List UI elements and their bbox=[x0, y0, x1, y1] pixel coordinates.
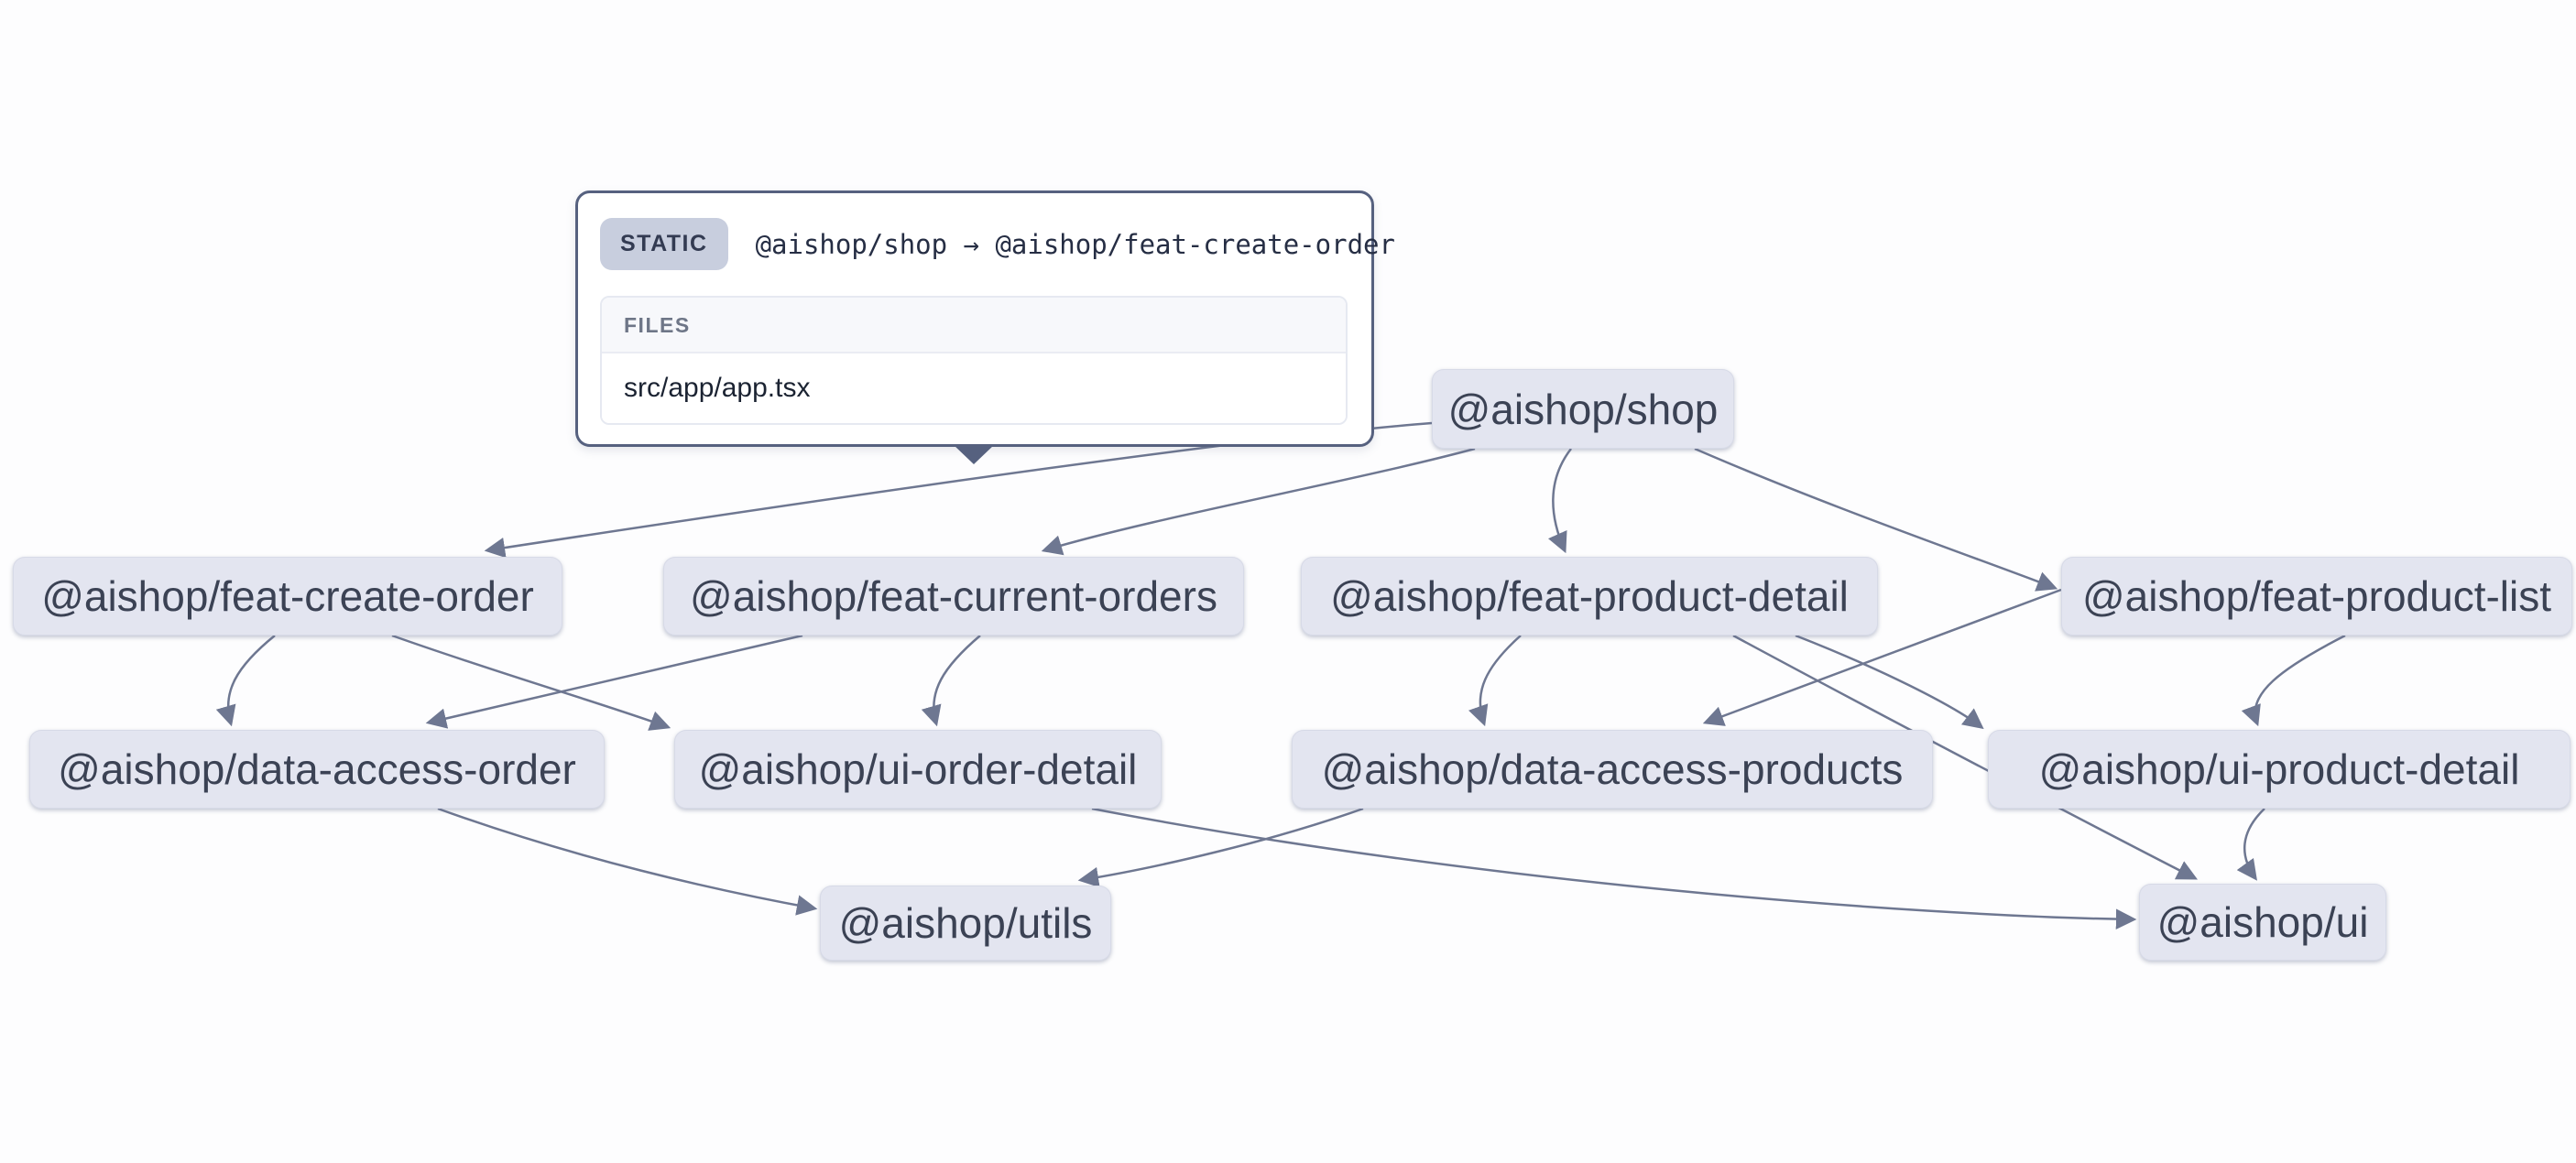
file-list-item: src/app/app.tsx bbox=[602, 353, 1346, 423]
graph-node-ui-order-detail[interactable]: @aishop/ui-order-detail bbox=[674, 730, 1162, 809]
graph-node-data-access-products[interactable]: @aishop/data-access-products bbox=[1292, 730, 1933, 809]
tooltip-dependency-title: @aishop/shop → @aishop/feat-create-order bbox=[755, 228, 1395, 260]
edge-ui-product-detail-to-ui[interactable] bbox=[2236, 808, 2265, 881]
graph-node-ui[interactable]: @aishop/ui bbox=[2139, 884, 2386, 961]
edge-feat-product-detail-to-ui-product-detail[interactable] bbox=[1795, 634, 1984, 730]
edge-shop-to-feat-product-list[interactable] bbox=[1694, 447, 2058, 592]
edge-feat-product-detail-to-data-access-products[interactable] bbox=[1468, 635, 1522, 727]
edge-feat-create-order-to-ui-order-detail[interactable] bbox=[391, 634, 671, 731]
edge-feat-product-list-to-data-access-products[interactable] bbox=[1702, 588, 2062, 726]
files-section-header: FILES bbox=[602, 298, 1346, 353]
tooltip-title-row: STATIC @aishop/shop → @aishop/feat-creat… bbox=[600, 218, 1395, 270]
edge-data-access-products-to-utils[interactable] bbox=[1077, 807, 1364, 888]
graph-node-shop[interactable]: @aishop/shop bbox=[1432, 369, 1734, 449]
tooltip-pointer-icon bbox=[953, 444, 995, 464]
graph-node-feat-product-list[interactable]: @aishop/feat-product-list bbox=[2061, 557, 2572, 636]
graph-node-feat-current-orders[interactable]: @aishop/feat-current-orders bbox=[663, 557, 1244, 636]
edge-shop-to-feat-product-detail[interactable] bbox=[1547, 448, 1572, 554]
graph-node-data-access-order[interactable]: @aishop/data-access-order bbox=[29, 730, 605, 809]
edge-feat-create-order-to-data-access-order[interactable] bbox=[215, 635, 276, 727]
dependency-tooltip: STATIC @aishop/shop → @aishop/feat-creat… bbox=[575, 190, 1395, 447]
static-dependency-badge: STATIC bbox=[600, 218, 728, 270]
graph-node-ui-product-detail[interactable]: @aishop/ui-product-detail bbox=[1988, 730, 2571, 809]
edge-data-access-order-to-utils[interactable] bbox=[437, 807, 818, 916]
edge-feat-current-orders-to-ui-order-detail[interactable] bbox=[921, 635, 981, 727]
graph-node-feat-product-detail[interactable]: @aishop/feat-product-detail bbox=[1301, 557, 1878, 636]
files-section: FILES src/app/app.tsx bbox=[600, 296, 1348, 425]
edge-shop-to-feat-current-orders[interactable] bbox=[1041, 447, 1476, 556]
edge-feat-current-orders-to-data-access-order[interactable] bbox=[425, 634, 803, 729]
edge-ui-order-detail-to-ui[interactable] bbox=[1091, 807, 2137, 929]
graph-node-utils[interactable]: @aishop/utils bbox=[820, 886, 1111, 961]
graph-node-feat-create-order[interactable]: @aishop/feat-create-order bbox=[13, 557, 562, 636]
edge-feat-product-list-to-ui-product-detail[interactable] bbox=[2241, 634, 2346, 727]
